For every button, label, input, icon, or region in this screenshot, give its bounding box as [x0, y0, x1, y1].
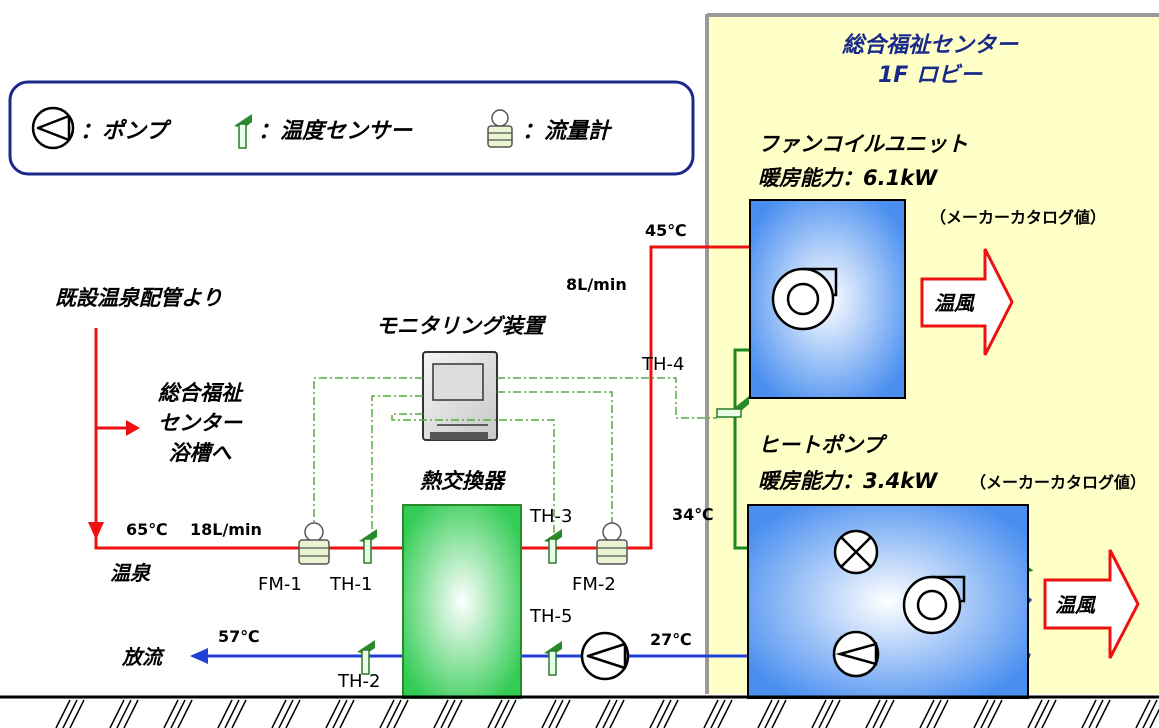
loop-temp-return: 34℃ — [672, 505, 714, 524]
warm-air-arrow-2: 温風 — [1043, 549, 1140, 659]
circulation-pump-icon — [580, 631, 630, 681]
hot-spring-label: 温泉 — [110, 561, 152, 585]
monitor-label: モニタリング装置 — [376, 314, 547, 338]
heat-pump-note: （メーカーカタログ値） — [970, 473, 1146, 492]
source-label: 既設温泉配管より — [55, 286, 223, 310]
temp-sensor-th4 — [716, 396, 749, 418]
lobby-title-line2: 1F ロビー — [878, 63, 983, 88]
warm-air-label-2: 温風 — [1055, 593, 1097, 617]
temp-sensor-th2 — [357, 640, 375, 675]
branch-arrow — [96, 420, 140, 436]
warm-air-arrow-1: 温風 — [920, 248, 1014, 356]
temp-sensor-icon — [234, 114, 252, 149]
heat-pump-fan-icon — [902, 575, 966, 635]
signal-lines — [313, 377, 717, 535]
loop-temp-mid: 27℃ — [650, 630, 692, 649]
discharge-label: 放流 — [121, 645, 165, 669]
label-th4: TH-4 — [641, 354, 684, 375]
branch-line3: 浴槽へ — [169, 441, 233, 465]
hot-spring-temp: 65℃ — [126, 520, 168, 539]
loop-flow: 8L/min — [566, 275, 627, 294]
label-th2: TH-2 — [337, 671, 380, 692]
monitor-device — [422, 351, 498, 441]
hot-spring-down-arrow — [88, 522, 104, 540]
branch-line2: センター — [158, 411, 243, 435]
discharge-arrow — [190, 648, 208, 664]
fan-icon — [771, 267, 838, 331]
legend-flow-meter-label: ：流量計 — [522, 118, 613, 144]
temp-sensor-th1 — [359, 529, 377, 564]
loop-temp-supply: 45℃ — [645, 221, 687, 240]
heat-pump-unit — [747, 504, 1029, 699]
flow-meter-icon — [487, 109, 513, 148]
label-th1: TH-1 — [329, 574, 372, 595]
label-fm1: FM-1 — [258, 574, 302, 595]
expansion-valve-icon — [833, 529, 879, 575]
temp-sensor-th5 — [544, 641, 562, 676]
legend: ：ポンプ ：温度センサー ：流量計 — [8, 80, 695, 176]
branch-line1: 総合福祉 — [157, 381, 244, 405]
flow-meter-fm1 — [298, 522, 330, 565]
heat-exchanger-label: 熱交換器 — [420, 469, 507, 493]
flow-meter-fm2 — [596, 522, 628, 565]
ground — [0, 695, 1159, 728]
hot-spring-flow: 18L/min — [190, 520, 262, 539]
label-th5: TH-5 — [529, 606, 572, 627]
temp-sensor-th3 — [544, 529, 562, 564]
heat-exchanger — [402, 504, 522, 699]
fan-coil-capacity: 暖房能力：6.1kW — [758, 166, 938, 190]
lobby-title-line1: 総合福祉センター — [841, 32, 1019, 58]
warm-air-label-1: 温風 — [934, 291, 976, 315]
pump-icon — [31, 106, 75, 150]
compressor-icon — [832, 630, 880, 678]
label-fm2: FM-2 — [572, 574, 616, 595]
legend-pump-label: ：ポンプ — [80, 118, 172, 144]
legend-temp-sensor-label: ：温度センサー — [258, 118, 413, 144]
heat-pump-name: ヒートポンプ — [758, 433, 888, 457]
label-th3: TH-3 — [529, 506, 572, 527]
discharge-temp: 57℃ — [218, 627, 260, 646]
heat-pump-capacity: 暖房能力：3.4kW — [758, 469, 938, 493]
fan-coil-name: ファンコイルユニット — [758, 132, 968, 156]
fan-coil-note: （メーカーカタログ値） — [930, 208, 1106, 227]
